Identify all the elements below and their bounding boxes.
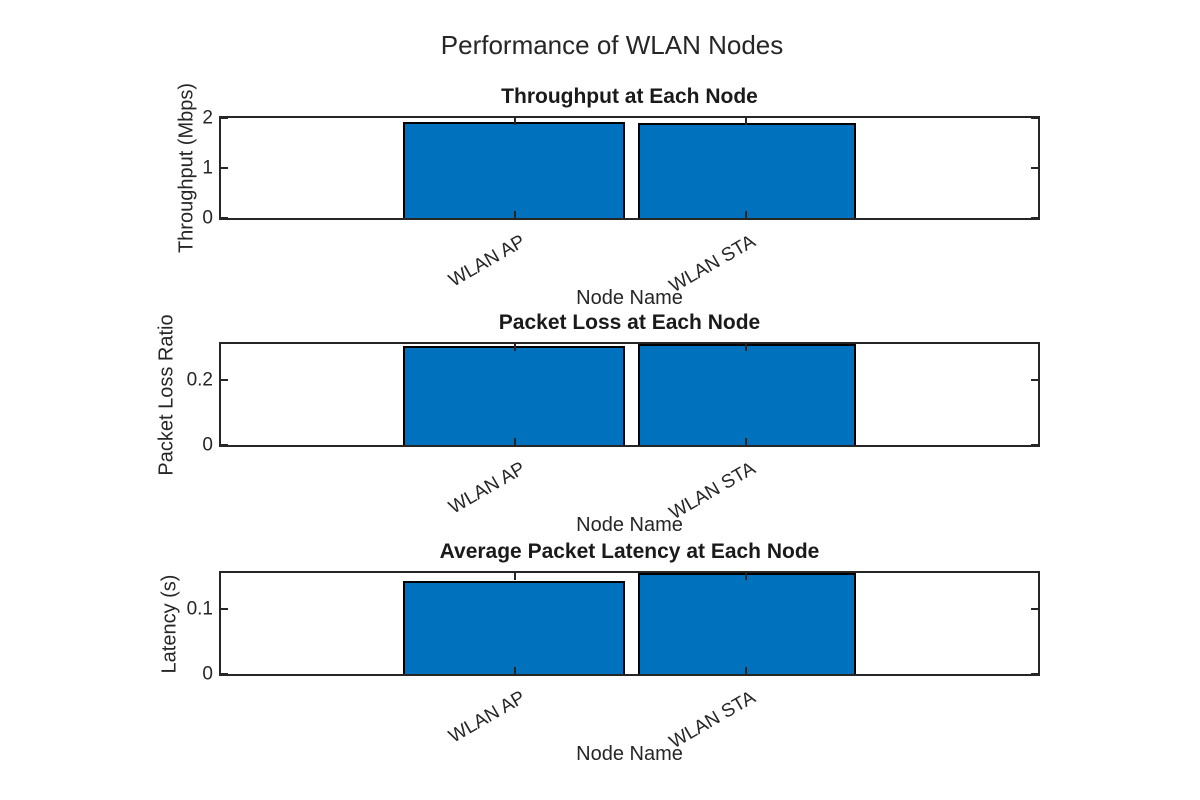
x-axis-label: Node Name (576, 287, 683, 309)
tick-mark (221, 379, 228, 382)
ytick-label: 0 (202, 434, 213, 456)
tick-mark (221, 673, 228, 675)
x-axis-label: Node Name (576, 743, 683, 765)
xtick-label-wlan-ap: WLAN AP (444, 687, 529, 748)
tick-mark (221, 117, 228, 119)
subplot-latency: Average Packet Latency at Each Node Late… (159, 540, 1040, 765)
ytick-label: 1 (202, 157, 213, 179)
bar-wlan-sta (637, 344, 856, 445)
tick-mark (514, 344, 517, 351)
tick-mark (1031, 217, 1038, 219)
xtick-label-wlan-ap: WLAN AP (444, 231, 529, 292)
tick-mark (1031, 444, 1038, 446)
tick-mark (744, 438, 747, 445)
tick-mark (514, 118, 517, 125)
bar-wlan-ap (403, 121, 626, 218)
bar-wlan-sta (637, 123, 856, 218)
subplot-title: Average Packet Latency at Each Node (439, 540, 820, 563)
tick-mark (221, 217, 228, 219)
figure-title: Performance of WLAN Nodes (440, 30, 784, 60)
bar-wlan-ap (403, 345, 626, 445)
tick-mark (221, 607, 228, 610)
tick-mark (744, 573, 747, 580)
tick-mark (514, 667, 517, 674)
tick-mark (1031, 167, 1038, 169)
ytick-label: 0 (202, 207, 213, 229)
tick-mark (1031, 379, 1038, 382)
ytick-label: 0 (202, 663, 213, 685)
tick-mark (744, 211, 747, 218)
tick-mark (744, 118, 747, 125)
y-axis-label: Latency (s) (158, 574, 181, 673)
subplot-title: Throughput at Each Node (501, 85, 758, 108)
ytick-label: 0.2 (186, 369, 213, 391)
bar-wlan-ap (403, 581, 626, 674)
subplot-title: Packet Loss at Each Node (498, 311, 761, 334)
tick-mark (514, 211, 517, 218)
ytick-label: 0.1 (186, 598, 213, 620)
subplot-throughput: Throughput at Each Node Throughput (Mbps… (176, 83, 1040, 309)
tick-mark (221, 167, 228, 169)
tick-mark (744, 667, 747, 674)
xtick-label-wlan-ap: WLAN AP (444, 458, 529, 519)
tick-mark (1031, 673, 1038, 675)
ytick-label: 2 (202, 107, 213, 129)
tick-mark (514, 573, 517, 580)
tick-mark (221, 444, 228, 446)
subplot-packet-loss: Packet Loss at Each Node Packet Loss Rat… (156, 311, 1040, 536)
tick-mark (1031, 117, 1038, 119)
tick-mark (1031, 607, 1038, 610)
tick-mark (514, 438, 517, 445)
bar-wlan-sta (637, 573, 856, 674)
x-axis-label: Node Name (576, 514, 683, 536)
tick-mark (744, 344, 747, 351)
